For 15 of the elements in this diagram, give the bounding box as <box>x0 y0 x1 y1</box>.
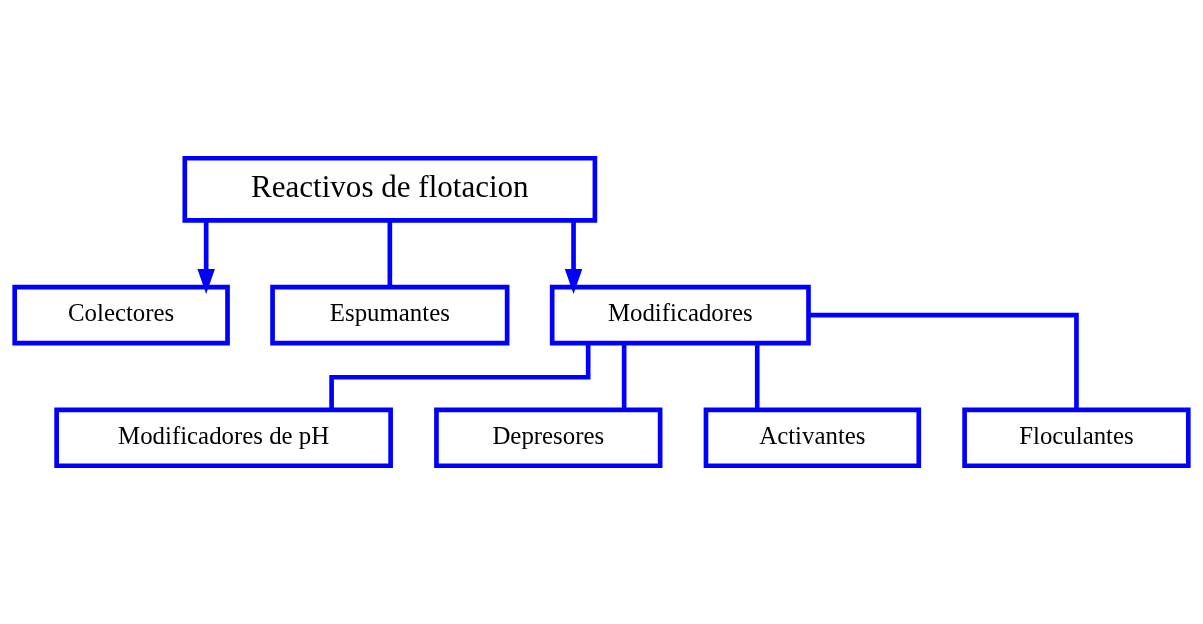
node-box: Espumantes <box>270 284 510 346</box>
arrow <box>564 220 583 294</box>
connector <box>387 220 393 287</box>
connector <box>754 343 760 410</box>
connector <box>808 312 1079 410</box>
node-box: Modificadores <box>549 284 811 346</box>
node-box: Activantes <box>703 407 922 469</box>
arrow <box>197 220 215 294</box>
node-box: Colectores <box>12 284 230 346</box>
connector <box>621 343 627 410</box>
node-box: Floculantes <box>962 407 1191 469</box>
connector <box>329 343 591 410</box>
node-box: Reactivos de flotacion <box>182 155 598 223</box>
node-box: Depresores <box>434 407 663 469</box>
node-box: Modificadores de pH <box>54 407 393 469</box>
